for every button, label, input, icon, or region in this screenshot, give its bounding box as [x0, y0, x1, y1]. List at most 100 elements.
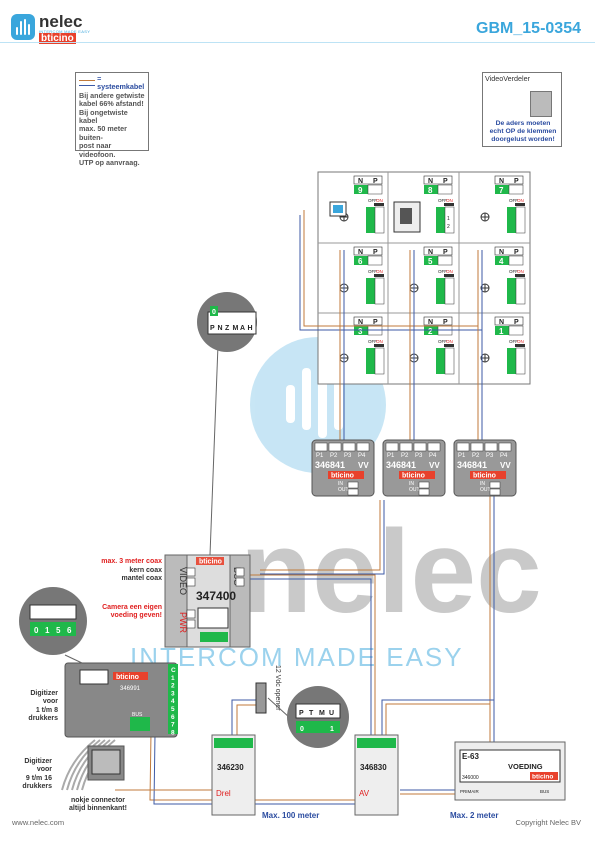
digitizer-module: bticino 346991 BUS — [64, 662, 178, 738]
port-label: P1 — [458, 453, 466, 459]
on-label: ON — [517, 339, 524, 344]
on-label: ON — [376, 339, 383, 344]
terminal-n-label: N — [499, 319, 504, 326]
opener-zoom-digit: 1 — [330, 726, 334, 733]
button-number: 3 — [358, 327, 363, 336]
terminal-p-label: P — [373, 178, 378, 185]
off-label: OFF — [438, 269, 447, 274]
terminal-p-label: P — [514, 319, 519, 326]
digitizer-channel-label: 1 — [171, 675, 175, 682]
extra-terminal-label: 2 — [447, 224, 450, 230]
coax-core-label: kern coax — [129, 567, 162, 574]
out-label: OUT — [480, 487, 491, 493]
distributor-brand: bticino — [331, 473, 354, 480]
vv-label: VV — [500, 461, 511, 470]
door-opener: 12 Vdc opener — [255, 665, 349, 748]
off-label: OFF — [509, 269, 518, 274]
opener-terminal-label: M — [319, 710, 325, 717]
terminal-n-label: N — [499, 249, 504, 256]
zoom-terminal-digit: 0 — [212, 309, 216, 316]
module-346230: 346230 Drel — [211, 734, 256, 816]
port-label: P1 — [387, 453, 395, 459]
cable-note-line: kabel 66% afstand! — [79, 99, 144, 109]
off-label: OFF — [368, 269, 377, 274]
coax-note-line: max. 3 meter coax — [101, 558, 162, 565]
on-label: ON — [446, 339, 453, 344]
on-label: ON — [376, 269, 383, 274]
camera-power-line: voeding geven! — [110, 612, 162, 620]
digitizer-zoom-digit: 5 — [56, 626, 61, 635]
terminal-p-label: P — [443, 178, 448, 185]
label-line: 1 t/m 8 — [35, 706, 58, 714]
terminal-p-label: P — [373, 249, 378, 256]
terminal-n-label: N — [358, 178, 363, 185]
button-number: 6 — [358, 257, 363, 266]
bticino-logo: bticino — [39, 33, 76, 44]
psu-part: 346000 — [462, 775, 479, 781]
label-line: drukkers — [28, 715, 58, 723]
coax-shield-label: mantel coax — [121, 575, 162, 583]
connector-note: nokje connector altijd binnenkant! — [60, 797, 136, 814]
camera-unit-icon — [393, 201, 421, 233]
psu-model: E-63 — [462, 752, 479, 761]
digitizer-channel-label: 5 — [171, 706, 175, 713]
opener-terminal-label: U — [329, 710, 334, 717]
coax-note: max. 3 meter coax — [84, 558, 162, 565]
cable-note-line: Bij ongetwiste kabel — [79, 107, 128, 126]
on-label: ON — [376, 198, 383, 203]
warning-line: echt OP de klemmen — [489, 127, 557, 135]
cable-note-line: UTP op aanvraag. — [79, 158, 140, 168]
module-left-sub: Drel — [216, 789, 231, 798]
psu-primary-label: PRIMAIR — [460, 789, 480, 794]
button-number: 7 — [499, 186, 504, 195]
distance-2m: Max. 2 meter — [450, 811, 498, 820]
off-label: OFF — [368, 198, 377, 203]
second-digitizer — [87, 745, 125, 781]
brand-name: nelec — [39, 12, 83, 31]
on-label: ON — [446, 198, 453, 203]
cable-note-box: = systeemkabel Bij andere getwiste kabel… — [75, 72, 149, 167]
button-number: 8 — [428, 186, 433, 195]
digitizer-channel-label: 4 — [171, 698, 175, 705]
terminal-n-label: N — [428, 319, 433, 326]
button-contact-icon — [480, 212, 490, 222]
port-label: P1 — [316, 453, 324, 459]
zoom-terminal-label: M — [233, 325, 239, 332]
distributor-brand: bticino — [402, 473, 425, 480]
digitizer-9-16-label: Digitizer voor 9 t/m 16 drukkers — [6, 758, 52, 792]
coax-core-note: kern coax mantel coax — [84, 567, 162, 584]
camera-power-line: Camera een eigen — [102, 604, 162, 611]
digitizer-channel-label: 2 — [171, 683, 175, 690]
label-line: Digitizer — [24, 758, 52, 765]
warning-line: doorgelust worden! — [491, 135, 555, 143]
document-id: GBM_15-0354 — [476, 20, 581, 37]
module-right-model: 346830 — [360, 763, 387, 772]
port-label: P3 — [344, 453, 352, 459]
vv-label: VV — [429, 461, 440, 470]
out-label: OUT — [409, 487, 420, 493]
distributor-brand: bticino — [473, 473, 496, 480]
in-label: IN — [409, 481, 414, 487]
camera-brand-label: bticino — [199, 559, 222, 566]
distributor-model: 346841 — [457, 460, 487, 470]
digitizer-channel-label: 7 — [171, 722, 175, 729]
off-label: OFF — [438, 198, 447, 203]
button-number: 9 — [358, 186, 363, 195]
button-number: 2 — [428, 327, 433, 336]
digitizer-1-8-label: Digitizer voor 1 t/m 8 drukkers — [12, 690, 58, 724]
video-distributor-device-icon — [530, 91, 552, 117]
label-line: Digitizer — [30, 690, 58, 697]
terminal-n-label: N — [358, 249, 363, 256]
zoom-terminal-label: A — [240, 325, 245, 332]
label-line: 9 t/m 16 — [25, 774, 52, 782]
ribbon-cable — [61, 739, 116, 791]
camera-power-note: Camera een eigen voeding geven! — [84, 604, 162, 621]
camera-module: bticino bticino 347400 VIDEO BUS PWR — [164, 554, 251, 648]
